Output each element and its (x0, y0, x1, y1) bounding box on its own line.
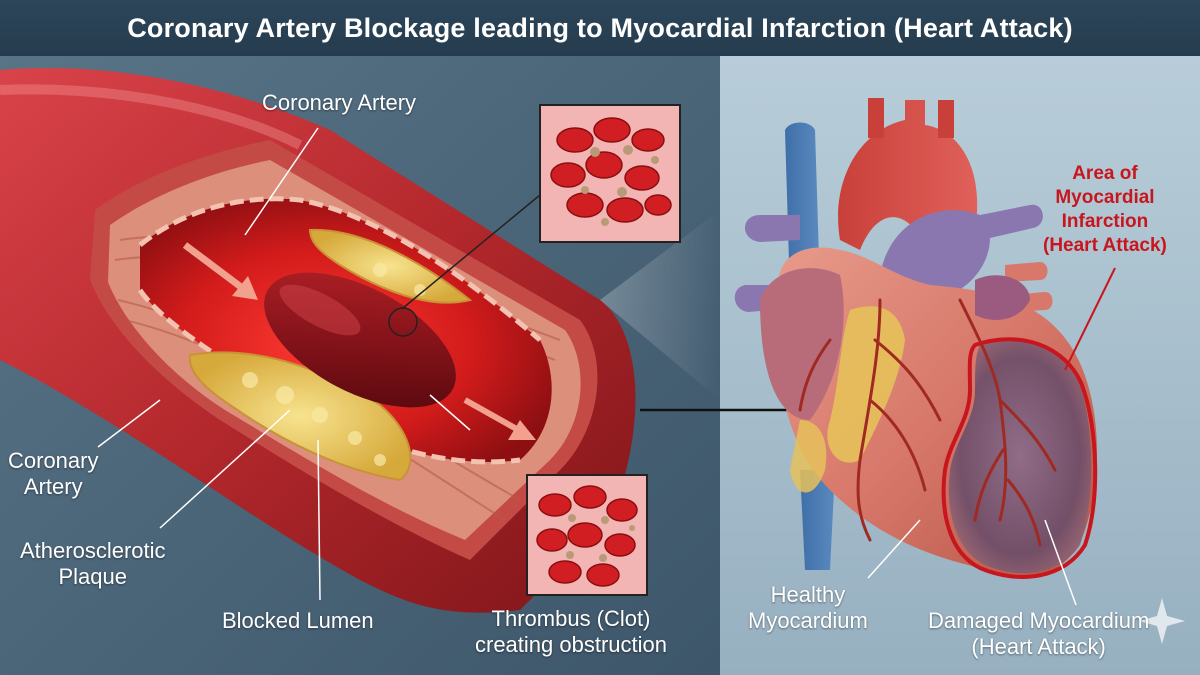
leader-coronary-top (244, 127, 319, 236)
flow-arrow-in (182, 242, 258, 300)
label-area-of-infarction: Area of Myocardial Infarction (Heart Att… (1043, 163, 1167, 256)
sparkle-icon (1139, 598, 1185, 644)
title-bar: Coronary Artery Blockage leading to Myoc… (0, 0, 1200, 56)
leader-lumen (317, 439, 321, 601)
leader-coronary-side (97, 399, 161, 448)
label-coronary-artery-side: Coronary Artery (8, 448, 99, 499)
leader-infarction (1064, 267, 1116, 371)
label-coronary-artery-top: Coronary Artery (262, 90, 417, 115)
label-blocked-lumen: Blocked Lumen (222, 608, 374, 633)
leader-damaged (1044, 519, 1077, 606)
label-healthy-myocardium: Healthy Myocardium (748, 582, 868, 633)
thrombus-clot (264, 272, 456, 408)
coronary-artery (0, 68, 636, 613)
label-atherosclerotic-plaque: Atherosclerotic Plaque (20, 538, 166, 589)
flow-arrow-out (463, 397, 536, 440)
diagram-title: Coronary Artery Blockage leading to Myoc… (127, 12, 1073, 43)
label-damaged-myocardium: Damaged Myocardium (Heart Attack) (928, 608, 1150, 659)
inset-blood-cells-top (539, 104, 681, 243)
leader-plaque (159, 409, 291, 529)
leader-healthy (867, 519, 921, 579)
inset-blood-cells-bottom (526, 474, 648, 596)
label-thrombus: Thrombus (Clot) creating obstruction (475, 606, 667, 657)
heart (734, 98, 1098, 579)
infarction-outline (941, 337, 1098, 579)
magnifier-beam (600, 210, 720, 400)
